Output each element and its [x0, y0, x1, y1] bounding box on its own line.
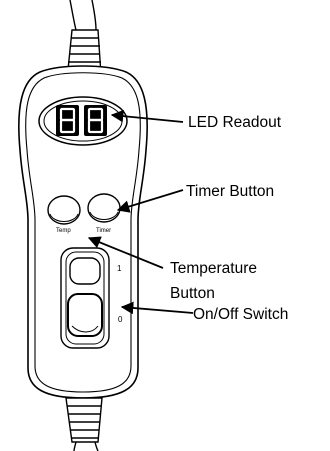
temperature-button[interactable]: [47, 195, 81, 225]
bottom-strain-relief: [65, 397, 103, 443]
led-display: 88: [38, 96, 128, 146]
temperature-callout-line1: Temperature: [170, 260, 257, 277]
led-arrow: [110, 109, 184, 123]
switch-position-on: 1: [117, 264, 122, 273]
timer-arrow: [116, 189, 184, 213]
timer-button-label: Timer: [96, 228, 111, 234]
callout-arrows: [87, 109, 194, 315]
switch-position-off: 0: [118, 315, 123, 324]
onoff-switch[interactable]: [60, 247, 110, 349]
bottom-cable: [73, 441, 99, 451]
top-cable: [69, 0, 97, 31]
timer-button-callout: Timer Button: [186, 183, 274, 200]
temperature-callout-line2: Button: [170, 285, 215, 302]
temperature-arrow: [87, 236, 164, 269]
onoff-arrow: [120, 301, 194, 315]
onoff-callout: On/Off Switch: [193, 306, 288, 323]
timer-button[interactable]: [87, 193, 121, 223]
controller-body: [18, 65, 148, 399]
led-readout-label: LED Readout: [188, 114, 282, 131]
temp-button-label: Temp: [56, 228, 71, 234]
